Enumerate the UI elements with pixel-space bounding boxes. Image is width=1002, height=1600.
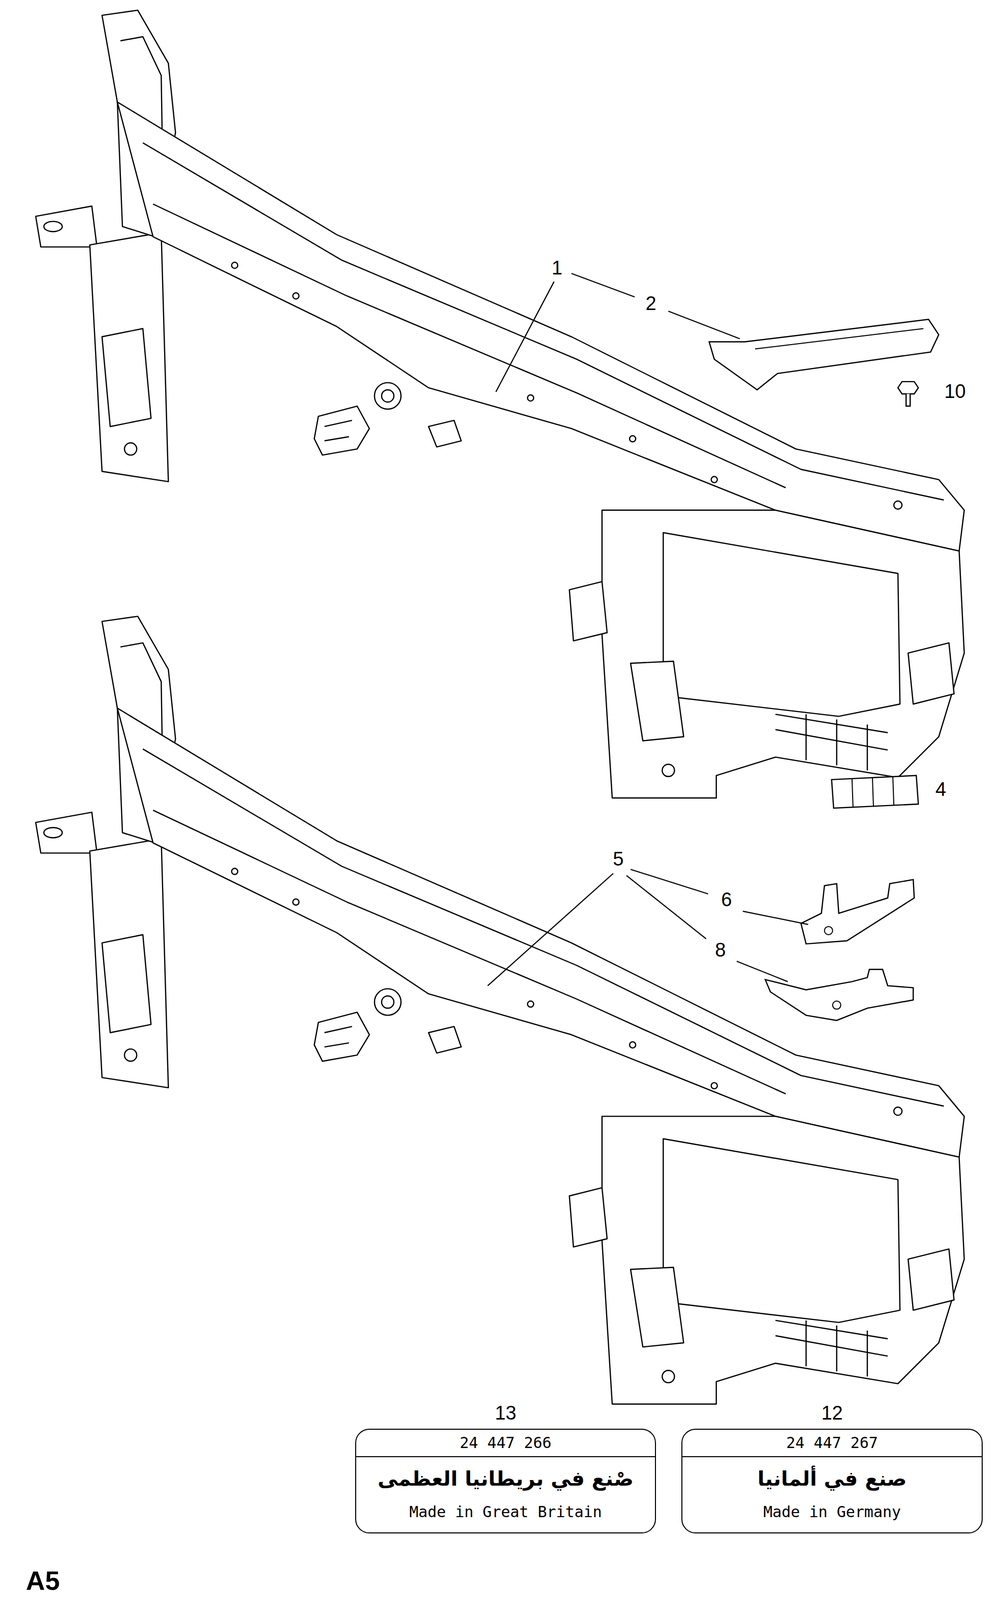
callout-number: 12 (681, 1401, 983, 1425)
origin-english: Made in Great Britain (356, 1499, 655, 1532)
label-frame: 24 447 266صْنع في بريطانيا العظمىMade in… (355, 1428, 656, 1533)
origin-label: 13 24 447 266صْنع في بريطانيا العظمىMade … (355, 1401, 656, 1534)
leader-line (487, 873, 614, 986)
part-bracket (709, 319, 939, 390)
hole (824, 926, 833, 935)
label-frame: 24 447 267صنع في ألمانياMade in Germany (681, 1428, 983, 1533)
radiator-support-upper (35, 10, 964, 798)
callout-number: 8 (714, 939, 726, 961)
part-block (831, 775, 919, 808)
origin-arabic: صنع في ألمانيا (682, 1456, 982, 1500)
hole (832, 1000, 841, 1010)
callout-number: 6 (721, 889, 732, 911)
callout-number: 4 (935, 778, 947, 801)
bolt-head (897, 381, 919, 394)
callout-number: 13 (355, 1401, 656, 1425)
bolt-shaft (905, 393, 911, 406)
callout-number: 10 (944, 381, 966, 403)
radiator-support-lower (35, 616, 964, 1404)
part-number: 24 447 267 (682, 1429, 982, 1457)
part-number: 24 447 266 (356, 1429, 655, 1457)
leader-line (571, 273, 636, 297)
origin-label: 12 24 447 267صنع في ألمانياMade in German… (681, 1401, 983, 1534)
callout-number: 5 (612, 848, 624, 870)
leader-line (736, 960, 788, 982)
callout-number: 2 (645, 293, 657, 316)
leader-line (626, 875, 707, 939)
page-code: A5 (25, 1566, 60, 1595)
flange-line (755, 328, 924, 349)
origin-arabic: صْنع في بريطانيا العظمى (356, 1456, 655, 1500)
part-bracket (765, 968, 914, 1020)
leader-line (742, 911, 809, 925)
leader-line (668, 310, 740, 339)
callout-number: 1 (551, 257, 563, 279)
leader-line (495, 281, 554, 392)
rib-lines (852, 776, 894, 807)
leader-line (630, 869, 709, 894)
origin-english: Made in Germany (682, 1499, 982, 1532)
part-bracket (800, 879, 915, 944)
